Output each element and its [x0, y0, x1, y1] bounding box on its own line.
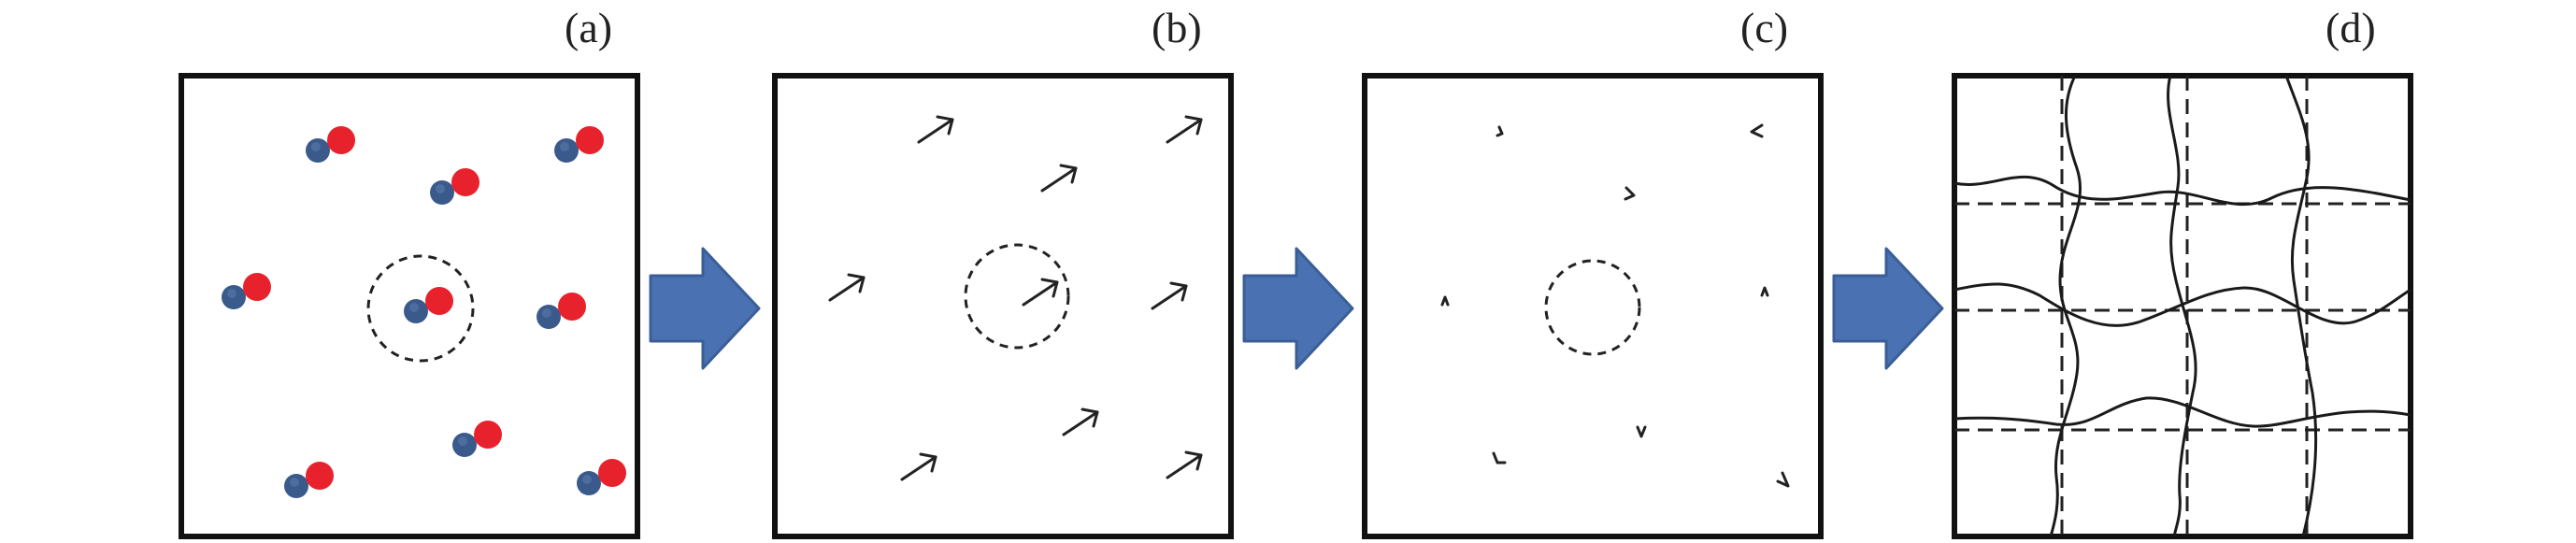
panel-c — [1362, 73, 1824, 539]
panel-b — [772, 73, 1234, 539]
panel-label-c: (c) — [1740, 4, 1789, 51]
panel-d — [1952, 73, 2413, 539]
panel-label-b: (b) — [1152, 4, 1202, 51]
right-arrow-icon — [649, 247, 761, 370]
right-arrow-icon — [1832, 247, 1944, 370]
panel-label-d: (d) — [2326, 4, 2376, 51]
panel-label-a: (a) — [565, 4, 613, 51]
right-arrow-icon — [1242, 247, 1354, 370]
panel-a — [179, 73, 640, 539]
